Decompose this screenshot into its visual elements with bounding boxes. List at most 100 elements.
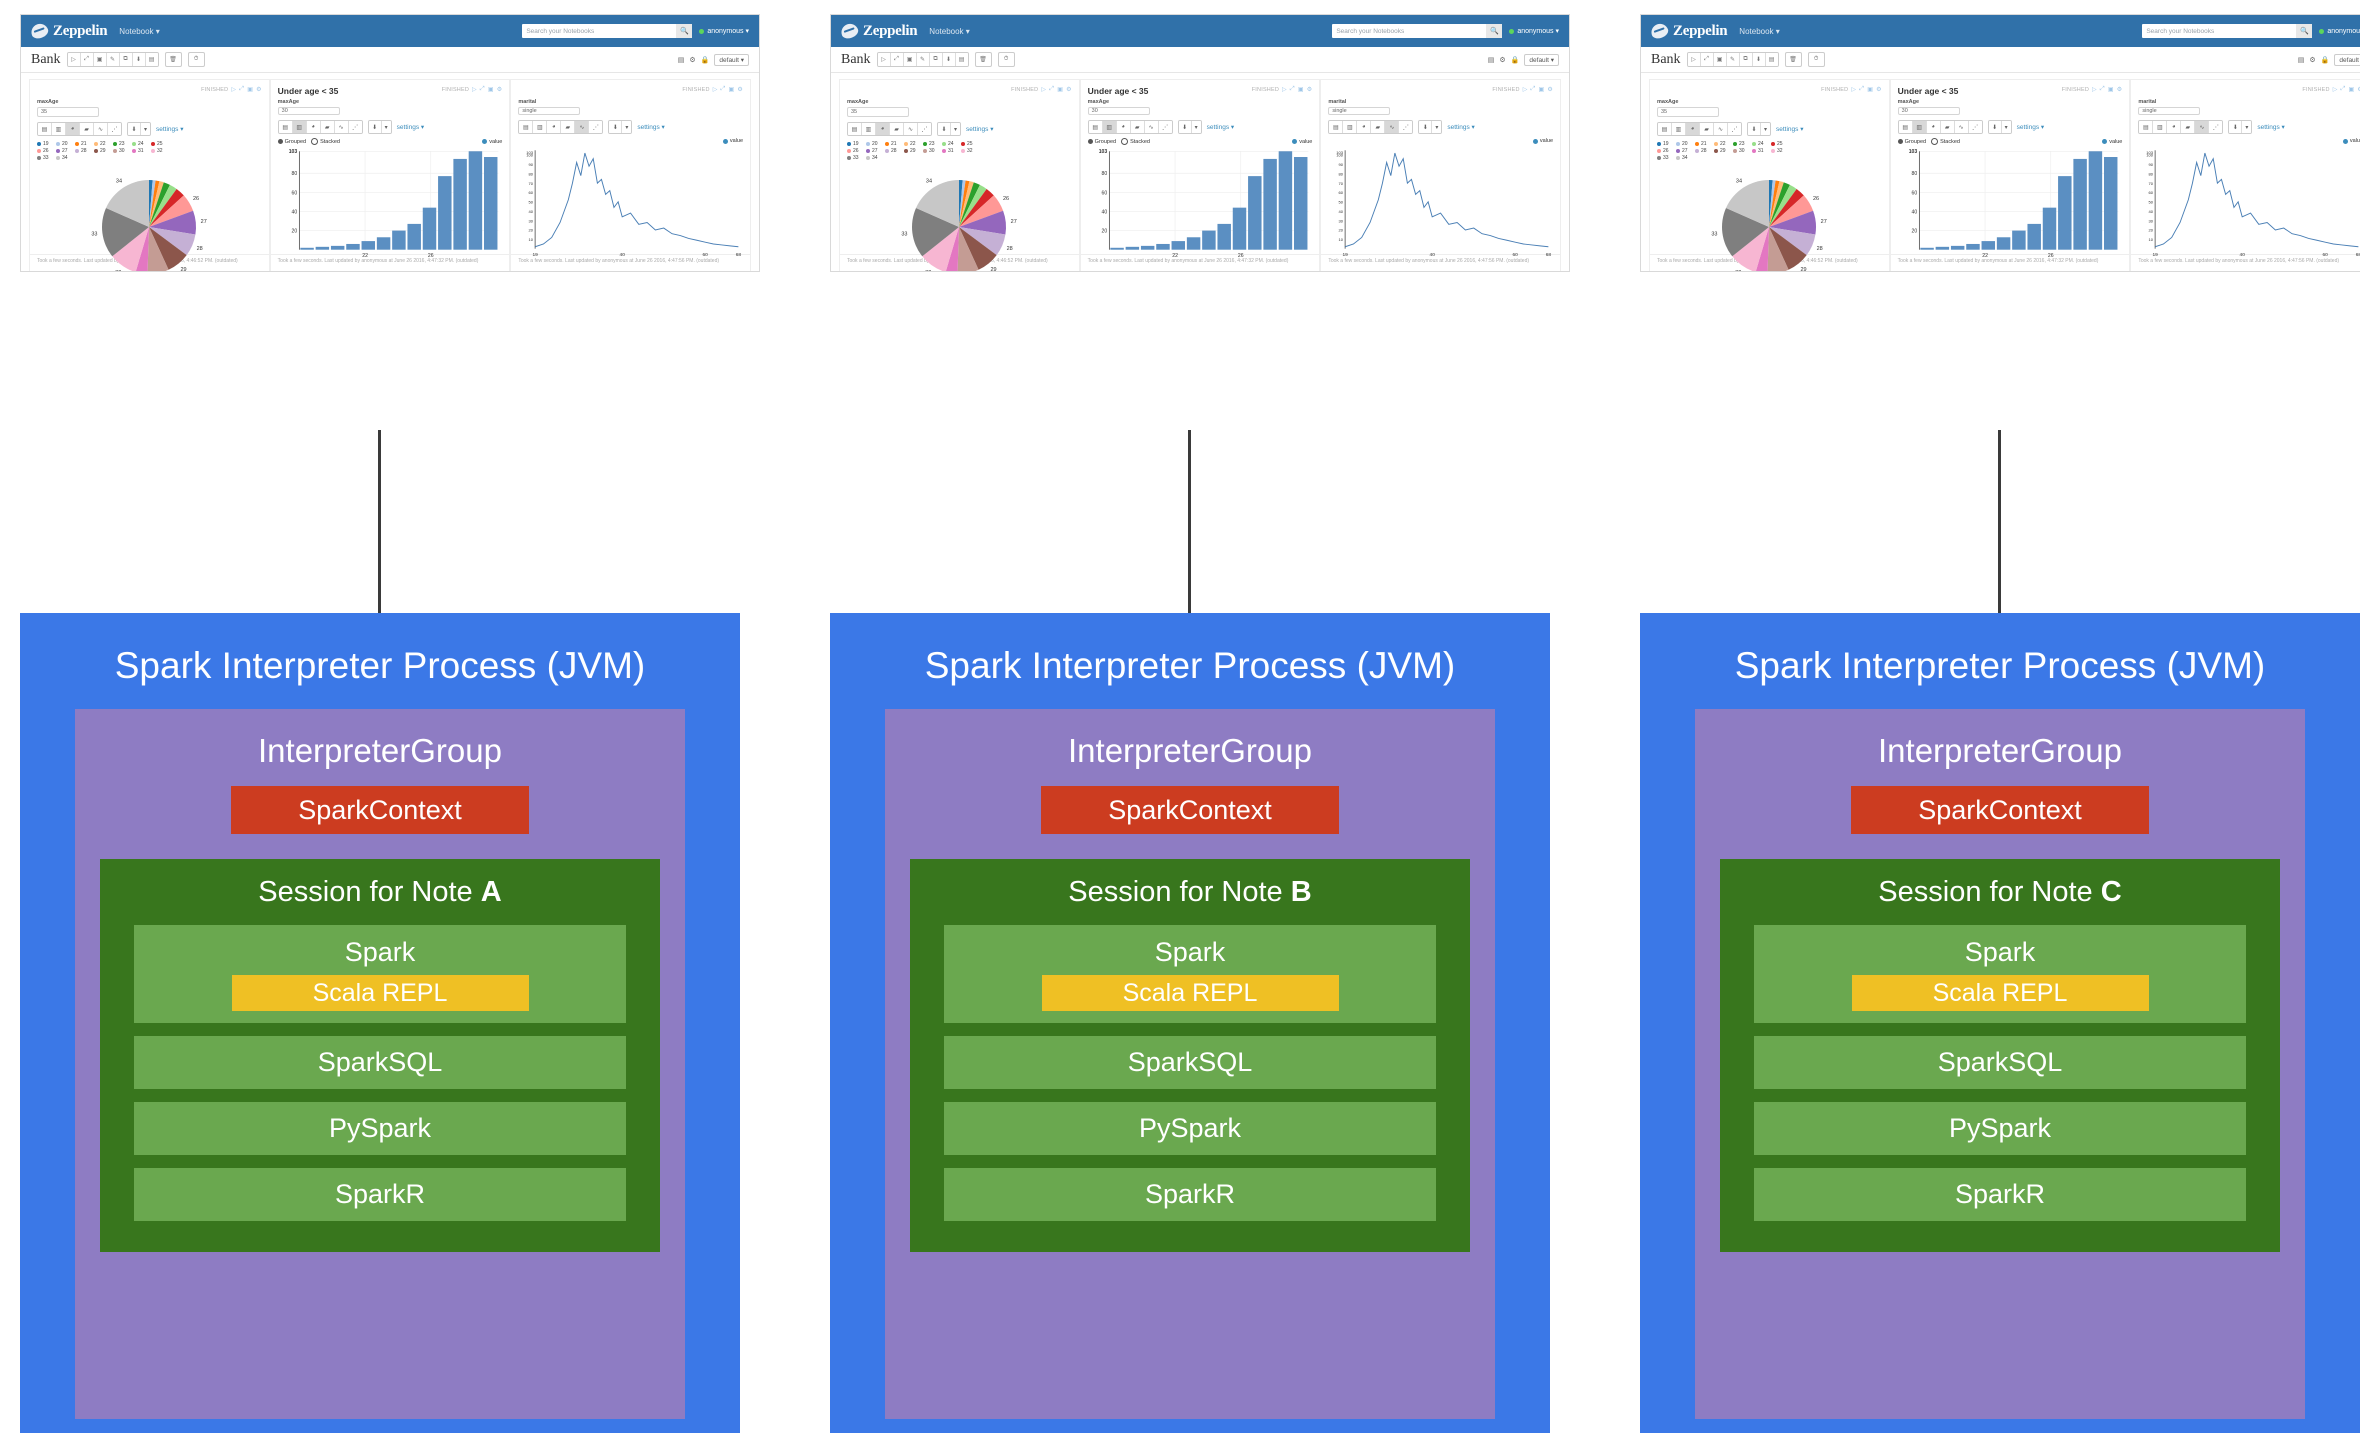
settings-toggle[interactable]: settings ▾	[2016, 124, 2045, 131]
settings-toggle[interactable]: settings ▾	[966, 126, 994, 133]
viz-button-pie[interactable]: ◕	[306, 121, 321, 133]
zeppelin-logo[interactable]: Zeppelin	[1649, 21, 1728, 41]
expand-paragraph-icon[interactable]: ⤢	[1859, 86, 1865, 92]
dynamic-form-input[interactable]: 35	[847, 107, 909, 117]
settings-toggle[interactable]: settings ▾	[1776, 126, 1804, 133]
viz-button-line[interactable]: ∿	[1954, 121, 1969, 133]
legend-grouped-option[interactable]: Grouped	[277, 139, 306, 145]
hide-code-icon[interactable]: ⤢	[1700, 53, 1714, 66]
search-icon[interactable]: 🔍	[1486, 24, 1503, 38]
viz-button-area[interactable]: ▰	[561, 121, 576, 133]
viz-button-bar[interactable]: ▥	[1343, 121, 1358, 133]
download-icon[interactable]: ⬇	[368, 121, 382, 133]
viz-button-bar[interactable]: ▥	[862, 123, 876, 135]
viz-button-area[interactable]: ▰	[1130, 121, 1145, 133]
paragraph-settings-icon[interactable]: ⚙	[256, 87, 262, 93]
dynamic-form-input[interactable]: 30	[1897, 107, 1960, 115]
chevron-down-icon[interactable]: ▾	[1432, 121, 1442, 133]
search-input[interactable]: Search your Notebooks🔍	[1332, 24, 1503, 38]
lock-icon[interactable]: 🔒	[2320, 56, 2330, 64]
toggle-editor-icon[interactable]: ▣	[1867, 87, 1874, 93]
list-view-icon[interactable]: ▤	[677, 56, 685, 64]
expand-paragraph-icon[interactable]: ⤢	[1289, 86, 1295, 92]
zeppelin-logo[interactable]: Zeppelin	[29, 21, 108, 41]
dynamic-form-input[interactable]: 30	[1087, 107, 1150, 115]
toggle-editor-icon[interactable]: ▣	[2348, 87, 2355, 93]
list-view-icon[interactable]: ▤	[1487, 56, 1495, 64]
viz-button-table[interactable]: ▤	[2139, 121, 2154, 133]
viz-button-line[interactable]: ∿	[1144, 121, 1159, 133]
expand-paragraph-icon[interactable]: ⤢	[2099, 86, 2105, 92]
viz-button-scatter[interactable]: ⋰	[918, 123, 931, 135]
paragraph-settings-icon[interactable]: ⚙	[1306, 87, 1313, 93]
expand-paragraph-icon[interactable]: ⤢	[2340, 86, 2346, 92]
viz-button-pie[interactable]: ◕	[2167, 121, 2182, 133]
settings-toggle[interactable]: settings ▾	[637, 124, 665, 131]
viz-button-scatter[interactable]: ⋰	[1728, 123, 1741, 135]
export-note-icon[interactable]: ⬇	[132, 53, 146, 66]
paragraph-settings-icon[interactable]: ⚙	[1876, 87, 1882, 93]
viz-button-bar[interactable]: ▥	[52, 123, 66, 135]
chevron-down-icon[interactable]: ▾	[1761, 123, 1770, 135]
dynamic-form-input[interactable]: 35	[1657, 107, 1719, 117]
run-all-icon[interactable]: ▷	[67, 53, 81, 66]
list-view-icon[interactable]: ▤	[2297, 56, 2305, 64]
viz-button-bar[interactable]: ▥	[1672, 123, 1686, 135]
expand-paragraph-icon[interactable]: ⤢	[1049, 86, 1055, 92]
hide-output-icon[interactable]: ▣	[903, 53, 917, 66]
run-paragraph-icon[interactable]: ▷	[1041, 87, 1047, 93]
clone-note-icon[interactable]: ⧉	[119, 53, 133, 66]
expand-paragraph-icon[interactable]: ⤢	[239, 86, 245, 92]
viz-button-scatter[interactable]: ⋰	[1968, 121, 1982, 133]
toggle-editor-icon[interactable]: ▣	[487, 87, 494, 93]
viz-button-area[interactable]: ▰	[1940, 121, 1955, 133]
clone-note-icon[interactable]: ⧉	[929, 53, 943, 66]
viz-button-area[interactable]: ▰	[2181, 121, 2196, 133]
zeppelin-logo[interactable]: Zeppelin	[839, 21, 918, 41]
viz-button-bar[interactable]: ▥	[1102, 121, 1117, 133]
run-all-icon[interactable]: ▷	[1687, 53, 1701, 66]
viz-button-pie[interactable]: ◕	[1116, 121, 1131, 133]
settings-toggle[interactable]: settings ▾	[156, 126, 184, 133]
nav-item-notebook[interactable]: Notebook ▾	[929, 26, 970, 36]
viz-button-pie[interactable]: ◕	[1357, 121, 1372, 133]
clear-output-icon[interactable]: ✎	[916, 53, 930, 66]
schedule-note-icon[interactable]: ⏱	[187, 52, 205, 67]
viz-button-line[interactable]: ∿	[94, 123, 108, 135]
viz-button-bar[interactable]: ▥	[2153, 121, 2168, 133]
legend-stacked-option[interactable]: Stacked	[1931, 138, 1960, 145]
commit-note-icon[interactable]: ▤	[1765, 53, 1778, 66]
run-all-icon[interactable]: ▷	[877, 53, 891, 66]
chevron-down-icon[interactable]: ▾	[622, 121, 632, 133]
viz-button-scatter[interactable]: ⋰	[2209, 121, 2223, 133]
download-icon[interactable]: ⬇	[1748, 123, 1761, 135]
export-note-icon[interactable]: ⬇	[942, 53, 956, 66]
settings-toggle[interactable]: settings ▾	[1447, 124, 1475, 131]
toggle-editor-icon[interactable]: ▣	[1297, 87, 1304, 93]
viz-button-pie[interactable]: ◕	[1686, 123, 1700, 135]
expand-paragraph-icon[interactable]: ⤢	[720, 86, 726, 92]
expand-paragraph-icon[interactable]: ⤢	[479, 86, 485, 92]
commit-note-icon[interactable]: ▤	[955, 53, 968, 66]
viz-button-line[interactable]: ∿	[334, 121, 349, 133]
user-menu[interactable]: anonymous ▾	[2319, 27, 2360, 35]
viz-button-area[interactable]: ▰	[1700, 123, 1714, 135]
settings-toggle[interactable]: settings ▾	[2257, 124, 2285, 131]
chevron-down-icon[interactable]: ▾	[2242, 121, 2252, 133]
paragraph-settings-icon[interactable]: ⚙	[2116, 87, 2123, 93]
search-input[interactable]: Search your Notebooks🔍	[522, 24, 693, 38]
lock-icon[interactable]: 🔒	[700, 56, 710, 64]
run-paragraph-icon[interactable]: ▷	[231, 87, 237, 93]
dynamic-form-input[interactable]: single	[1328, 107, 1391, 115]
viz-button-pie[interactable]: ◕	[66, 123, 80, 135]
interpreter-binding-chip[interactable]: default ▾	[714, 53, 749, 66]
viz-button-scatter[interactable]: ⋰	[348, 121, 362, 133]
dynamic-form-input[interactable]: 35	[37, 107, 99, 117]
settings-toggle[interactable]: settings ▾	[1206, 124, 1235, 131]
paragraph-settings-icon[interactable]: ⚙	[1066, 87, 1072, 93]
viz-button-scatter[interactable]: ⋰	[108, 123, 121, 135]
viz-button-table[interactable]: ▤	[1088, 121, 1103, 133]
schedule-note-icon[interactable]: ⏱	[997, 52, 1015, 67]
nav-item-notebook[interactable]: Notebook ▾	[119, 26, 160, 36]
dynamic-form-input[interactable]: single	[2138, 107, 2201, 115]
